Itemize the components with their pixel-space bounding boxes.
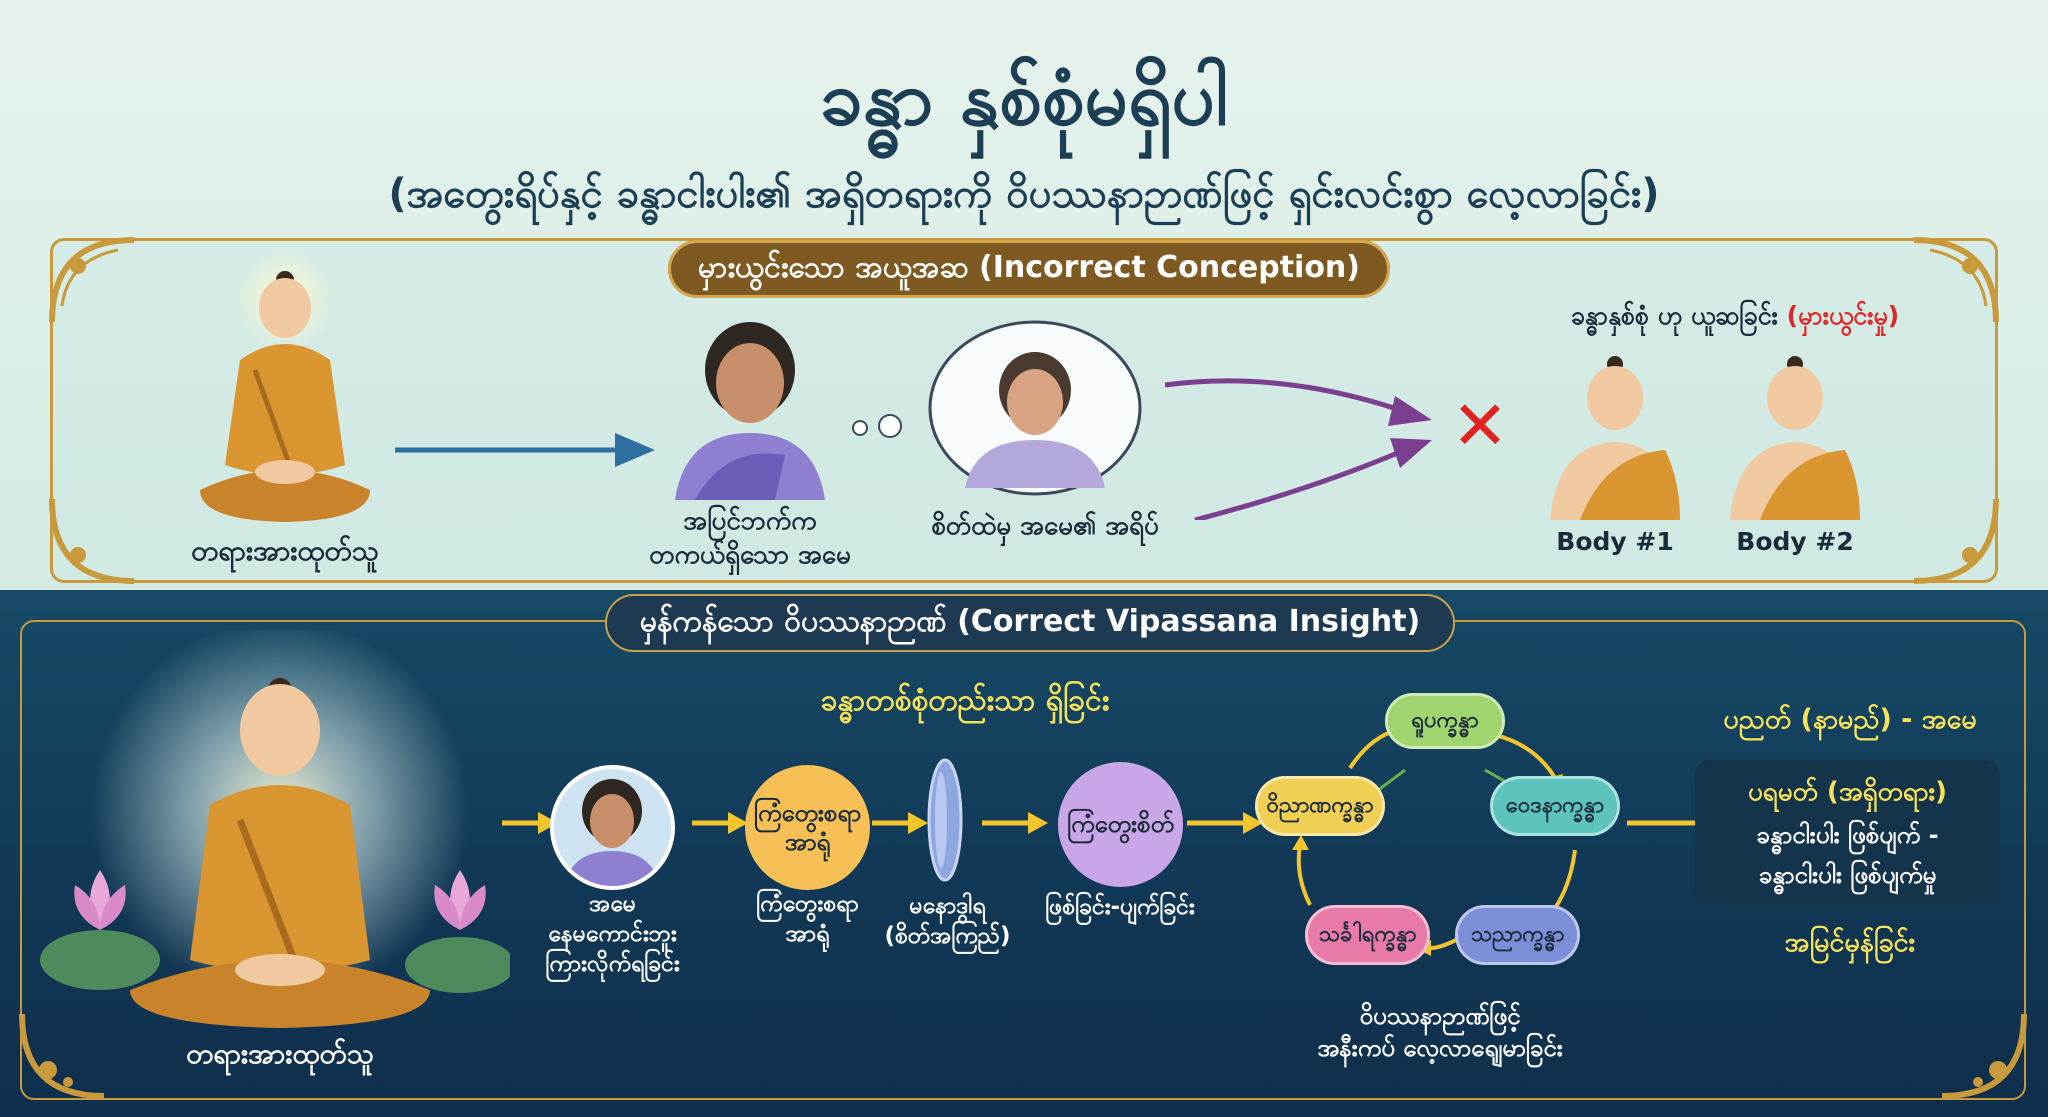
- arrow-icon: [1164, 378, 1432, 520]
- outside-mother-label-line2: တကယ်ရှိသော အမေ: [649, 539, 851, 570]
- correct-insight-banner: မှန်ကန်သော ဝိပဿနာဉာဏ် (Correct Vipassana…: [605, 594, 1455, 652]
- sanna-khandha-node: သညာက္ခန္ဓာ: [1455, 905, 1580, 965]
- thought-mind-circle: ကြံတွေးစိတ်: [1058, 762, 1183, 887]
- thought-bubble-icon: [852, 320, 1142, 496]
- page-subtitle: (အတွေးရိပ်နှင့် ခန္ဓာငါးပါး၏ အရှိတရားကို…: [388, 171, 1660, 217]
- corner-ornament-icon: [19, 1013, 105, 1099]
- mother-caption-line3: ကြားလိုက်ရခြင်း: [545, 950, 680, 977]
- mind-door-caption-line1: မနောဒွါရ: [909, 893, 986, 919]
- pannatti-label: ပညတ် (နာမည်) - အမေ: [1723, 704, 1977, 735]
- mother-caption-line1: အမေ: [589, 891, 636, 917]
- corner-ornament-icon: [49, 237, 135, 323]
- paramattha-title: ပရမတ် (အရှိတရား): [1747, 777, 1948, 807]
- mind-door-caption-line2: (စိတ်အကြည်): [884, 922, 1011, 949]
- corner-ornament-icon: [49, 498, 135, 584]
- corner-ornament-icon: [1913, 498, 1999, 584]
- object-caption: ကြံတွေးစရာ အာရုံ: [725, 890, 890, 950]
- outside-mother-label-line1: အပြင်ဘက်က: [683, 506, 817, 536]
- object-circle-line1: ကြံတွေးစရာ: [753, 798, 862, 827]
- arrow-icon: [1187, 812, 1263, 834]
- sankhara-khandha-node: သင်္ခါရက္ခန္ဓာ: [1305, 905, 1430, 965]
- corner-ornament-icon: [1941, 1013, 2027, 1099]
- paramattha-line2: ခန္ဓာငါးပါး ဖြစ်ပျက်မှု: [1758, 861, 1937, 889]
- meditating-buddha-icon: [200, 250, 370, 522]
- cross-icon: ✕: [1451, 387, 1509, 466]
- right-view-label: အမြင်မှန်ခြင်း: [1784, 927, 1916, 958]
- cycle-caption-line1: ဝိပဿနာဉာဏ်ဖြင့်: [1359, 1002, 1521, 1030]
- single-khandha-heading: ခန္ဓာတစ်စုံတည်းသာ ရှိခြင်း: [820, 683, 1110, 718]
- cycle-caption: ဝိပဿနာဉာဏ်ဖြင့် အနီးကပ် လေ့လာရျေမာခြင်း: [1255, 1000, 1625, 1065]
- wrong-view-heading: ခန္ဓာနှစ်စုံ ဟု ယူဆခြင်း (မှားယွင်းမှု): [1505, 300, 1965, 337]
- mind-door-lens-icon: [927, 758, 963, 882]
- paramattha-box: ပရမတ် (အရှိတရား) ခန္ဓာငါးပါး ဖြစ်ပျက် - …: [1695, 760, 2000, 905]
- meditating-buddha-icon: [40, 630, 510, 1028]
- vedana-khandha-node: ဝေဒနာက္ခန္ဓာ: [1490, 776, 1620, 836]
- arrow-icon: [692, 812, 748, 834]
- object-caption-line1: ကြံတွေးစရာ: [756, 891, 859, 917]
- incorrect-conception-banner: မှားယွင်းသော အယူအဆ (Incorrect Conception…: [668, 240, 1390, 298]
- meditator-label: တရားအားထုတ်သူ: [191, 534, 379, 567]
- vinnana-khandha-node: ဝိညာဏက္ခန္ဓာ: [1255, 776, 1385, 836]
- paramattha-line1: ခန္ဓာငါးပါး ဖြစ်ပျက် -: [1756, 821, 1939, 849]
- mother-caption-line2: နေမကောင်းဘူး: [548, 920, 677, 947]
- object-caption-line2: အာရုံ: [785, 920, 830, 947]
- rupa-khandha-node: ရူပက္ခန္ဓာ: [1385, 693, 1505, 749]
- arising-passing-caption: ဖြစ်ခြင်း-ပျက်ခြင်း: [1045, 894, 1195, 920]
- mother-portrait-icon: [675, 322, 825, 500]
- object-circle-line2: အာရုံ: [784, 827, 831, 856]
- thought-mother-label: စိတ်ထဲမှ အမေ၏ အရိပ်: [931, 511, 1159, 541]
- wrong-view-prefix: ခန္ဓာနှစ်စုံ ဟု ယူဆခြင်း: [1570, 301, 1778, 330]
- object-circle: ကြံတွေးစရာ အာရုံ: [745, 765, 870, 890]
- arrow-icon: [502, 812, 558, 834]
- corner-ornament-icon: [1913, 237, 1999, 323]
- body-2-label: Body #2: [1736, 527, 1854, 556]
- arrow-icon: [982, 812, 1048, 834]
- outside-mother-label: အပြင်ဘက်က တကယ်ရှိသော အမေ: [600, 505, 900, 573]
- mother-portrait: [550, 765, 675, 890]
- mother-portrait-icon: [564, 779, 660, 886]
- body-figure-icon: [1730, 356, 1860, 520]
- body-1-label: Body #1: [1556, 527, 1674, 556]
- mother-caption: အမေ နေမကောင်းဘူး ကြားလိုက်ရခြင်း: [510, 890, 715, 980]
- cycle-caption-line2: အနီးကပ် လေ့လာရျေမာခြင်း: [1317, 1034, 1563, 1063]
- body-figure-icon: [1550, 356, 1680, 520]
- arrow-icon: [395, 433, 655, 467]
- mind-door-caption: မနောဒွါရ (စိတ်အကြည်): [860, 892, 1035, 952]
- wrong-view-tag: (မှားယွင်းမှု): [1786, 301, 1900, 330]
- arrow-icon: [872, 812, 928, 834]
- meditator-label: တရားအားထုတ်သူ: [186, 1037, 374, 1070]
- page-title: ခန္ဓာ နှစ်စုံမရှိပါ: [819, 53, 1229, 142]
